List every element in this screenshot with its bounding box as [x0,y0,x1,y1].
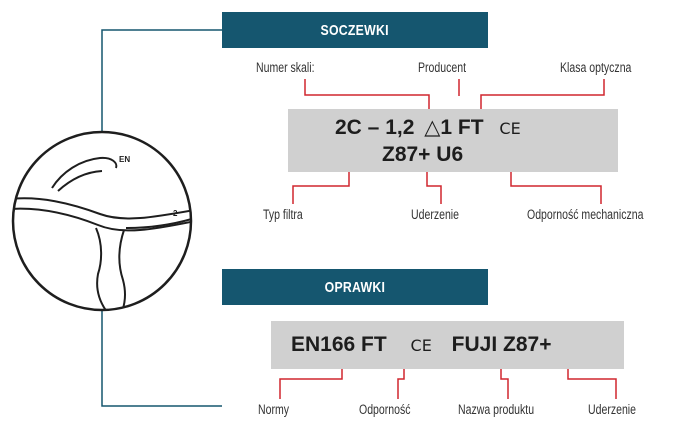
optical-class-text: 1 FT [440,116,483,139]
soczewki-leaders-bottom [293,172,601,204]
oprawki-leaders [280,369,616,399]
ce-mark-icon: CE [499,119,520,138]
frame-mark: EN [119,155,130,164]
ce-mark-frame-icon: CE [411,336,432,355]
label-nazwa-produktu: Nazwa produktu [458,402,534,417]
soczewki-code-line2: Z87+ U6 [382,143,463,167]
label-klasa-optyczna: Klasa optyczna [560,60,631,75]
leader-odpornosc-mechaniczna [511,172,601,204]
soczewki-code-line1: 2C – 1,2 △1 FT CE [335,115,521,140]
leader-typ-filtra [293,172,349,204]
oprawki-code-line: EN166 FT CE FUJI Z87+ [291,333,551,357]
glasses-magnifier [10,132,200,320]
leader-klasa-optyczna [481,79,604,109]
label-normy: Normy [258,402,289,417]
product-code-text: FUJI Z87+ [452,333,552,356]
soczewki-title: SOCZEWKI [321,22,389,39]
label-odpornosc: Odporność [359,402,411,417]
manufacturer-triangle-icon: △ [424,115,440,139]
standard-code-text: EN166 FT [291,333,387,356]
connector-line-oprawki [102,295,222,406]
label-producent: Producent [418,60,466,75]
leader-uderzenie [427,172,441,204]
leader-uderzenie-oprawki [568,369,616,399]
oprawki-header: OPRAWKI [222,269,488,305]
label-odpornosc-mechaniczna: Odporność mechaniczna [527,207,643,222]
soczewki-header: SOCZEWKI [222,12,488,48]
lens-mark: 2 [173,209,177,218]
label-uderzenie-oprawki: Uderzenie [588,402,636,417]
label-typ-filtra: Typ filtra [263,207,303,222]
leader-normy [280,369,342,399]
connector-line-soczewki [102,30,222,147]
leader-odpornosc [398,369,404,399]
leader-numer-skali [305,79,429,109]
label-numer-skali: Numer skali: [256,60,315,75]
scale-number-text: 2C – 1,2 [335,116,414,139]
oprawki-title: OPRAWKI [325,279,386,296]
leader-nazwa-produktu [501,369,508,399]
label-uderzenie: Uderzenie [411,207,459,222]
soczewki-leaders-top [305,79,604,109]
